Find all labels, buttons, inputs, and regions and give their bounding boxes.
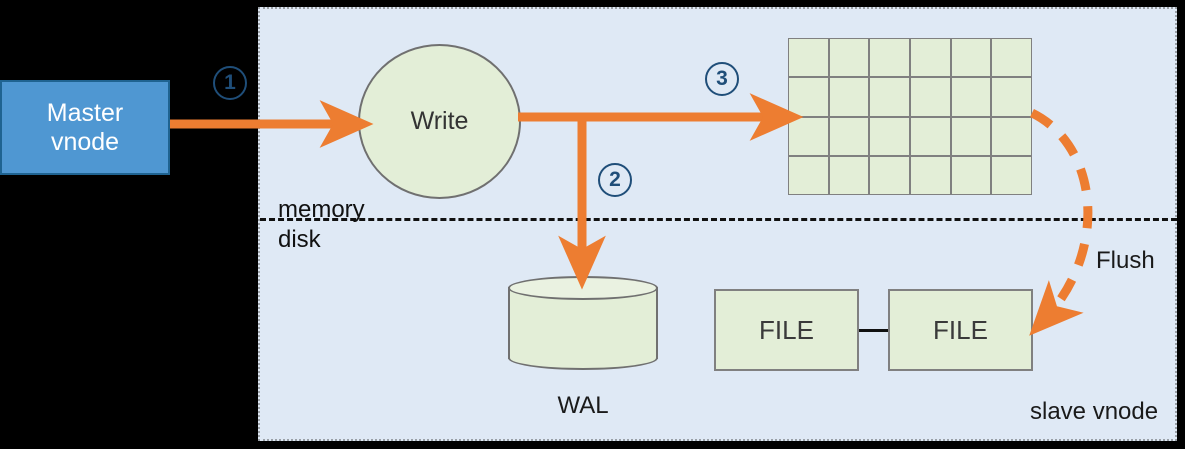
memtable-cell	[911, 117, 950, 155]
memtable-cell	[911, 78, 950, 116]
write-node-label: Write	[410, 107, 469, 135]
file-box-1-label: FILE	[759, 314, 814, 345]
step-circle-1: 1	[213, 66, 247, 100]
step-circle-3: 3	[705, 62, 739, 96]
step-3-number: 3	[716, 67, 728, 90]
memtable-cell	[870, 39, 909, 77]
file-box-1: FILE	[714, 289, 859, 371]
wal-label: WAL	[557, 392, 609, 419]
memtable-cell	[870, 156, 909, 194]
memtable-cell	[992, 156, 1031, 194]
step-circle-2: 2	[598, 163, 632, 197]
step-2-number: 2	[609, 168, 621, 191]
memtable-cell	[829, 39, 869, 77]
memtable-cell	[870, 117, 909, 155]
memtable-cell	[951, 39, 991, 77]
slave-vnode-label: slave vnode	[1030, 398, 1159, 425]
memory-label: memory	[278, 196, 365, 223]
memtable-cell	[951, 117, 991, 155]
file-connector-line	[858, 329, 889, 332]
memtable-cell	[951, 78, 991, 116]
wal-cylinder-top	[508, 276, 658, 300]
memtable-cell	[829, 156, 869, 194]
disk-label: disk	[278, 226, 321, 253]
memtable-cell	[992, 78, 1031, 116]
memtable-cell	[911, 39, 950, 77]
memory-disk-separator	[260, 218, 1177, 221]
file-box-2-label: FILE	[933, 314, 988, 345]
wal-cylinder	[508, 276, 658, 370]
memtable-cell	[789, 39, 828, 77]
memtable-cell	[829, 78, 869, 116]
memtable-cell	[992, 39, 1031, 77]
memtable-grid	[788, 38, 1032, 195]
memtable-cell	[911, 156, 950, 194]
write-node[interactable]: Write	[358, 44, 521, 199]
memtable-cell	[870, 78, 909, 116]
master-vnode-box[interactable]: Master vnode	[0, 80, 170, 175]
step-1-number: 1	[224, 71, 236, 94]
master-vnode-label-line2: vnode	[50, 127, 120, 156]
file-box-2: FILE	[888, 289, 1033, 371]
memtable-cell	[789, 78, 828, 116]
flush-label: Flush	[1096, 247, 1155, 274]
memtable-cell	[789, 156, 828, 194]
memtable-cell	[951, 156, 991, 194]
memtable-cell	[789, 117, 828, 155]
memtable-cell	[829, 117, 869, 155]
master-vnode-label-line1: Master	[46, 98, 124, 127]
memtable-cell	[992, 117, 1031, 155]
